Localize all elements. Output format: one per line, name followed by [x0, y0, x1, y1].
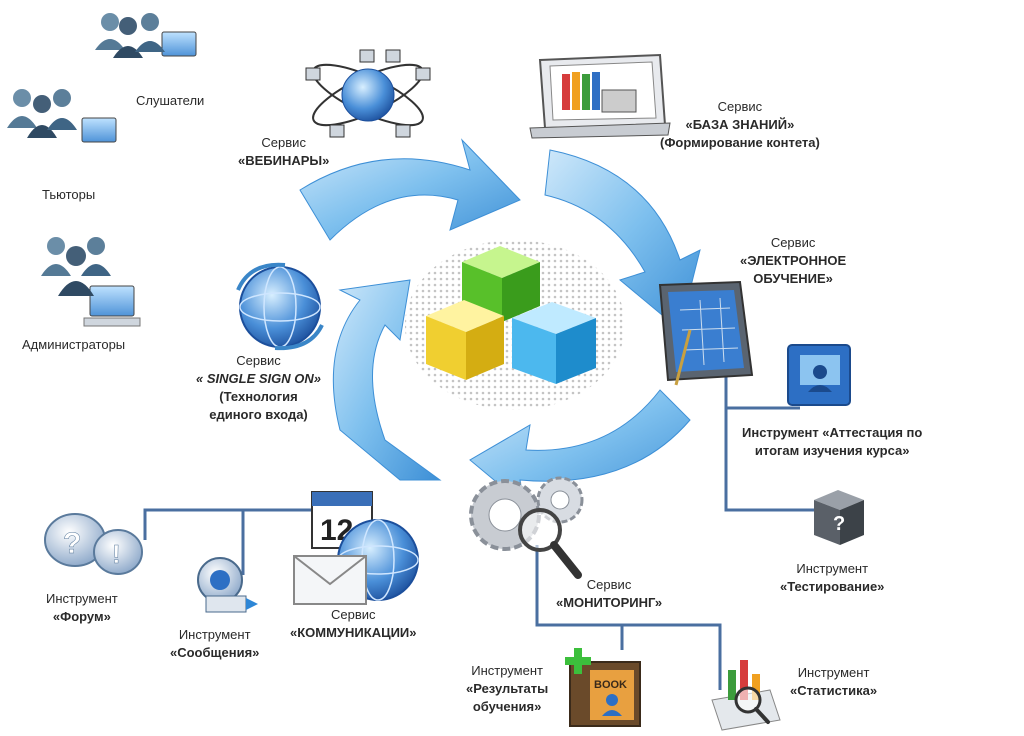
administrators-icon — [41, 237, 140, 326]
webinars-service-label: Сервис «ВЕБИНАРЫ» — [238, 134, 329, 170]
forum-tool-label: Инструмент «Форум» — [46, 590, 118, 626]
tutors-icon — [7, 89, 116, 142]
monitoring-service-label: Сервис «МОНИТОРИНГ» — [556, 576, 662, 612]
testing-help-cube-icon: ? — [814, 490, 864, 545]
sso-globe-icon — [238, 265, 322, 348]
listeners-icon — [95, 13, 196, 58]
tutors-label: Тьюторы — [42, 186, 95, 204]
knowledge-base-service-label: Сервис «БАЗА ЗНАНИЙ» (Формирование конте… — [660, 98, 820, 152]
central-cubes-icon — [405, 240, 625, 410]
elearning-board-icon — [660, 282, 752, 385]
statistics-chart-icon — [712, 660, 780, 730]
monitoring-gears-icon — [471, 478, 582, 575]
forum-bubbles-icon: ? ! — [45, 514, 142, 574]
communications-icon: 12 — [294, 492, 418, 604]
administrators-label: Администраторы — [22, 336, 125, 354]
listeners-label: Слушатели — [136, 92, 204, 110]
testing-help-mark: ? — [833, 513, 845, 535]
elearning-service-label: Сервис «ЭЛЕКТРОННОЕ ОБУЧЕНИЕ» — [740, 234, 846, 288]
results-tool-label: Инструмент «Результаты обучения» — [466, 662, 548, 716]
knowledge-base-laptop-icon — [530, 55, 670, 138]
book-label: BOOK — [594, 679, 627, 691]
svg-text:?: ? — [63, 527, 81, 560]
testing-tool-label: Инструмент «Тестирование» — [780, 560, 884, 596]
messages-tool-label: Инструмент «Сообщения» — [170, 626, 259, 662]
attestation-tool-label: Инструмент «Аттестация по итогам изучени… — [742, 424, 922, 460]
messages-icon — [198, 558, 258, 612]
communications-service-label: Сервис «КОММУНИКАЦИИ» — [290, 606, 417, 642]
statistics-tool-label: Инструмент «Статистика» — [790, 664, 877, 700]
webinars-globe-icon — [306, 50, 430, 137]
svg-text:!: ! — [112, 539, 121, 569]
sso-service-label: Сервис « SINGLE SIGN ON» (Технология еди… — [196, 352, 321, 424]
attestation-folder-icon — [788, 345, 850, 405]
arrow-top-left — [300, 140, 520, 240]
results-book-icon: BOOK — [565, 648, 640, 726]
